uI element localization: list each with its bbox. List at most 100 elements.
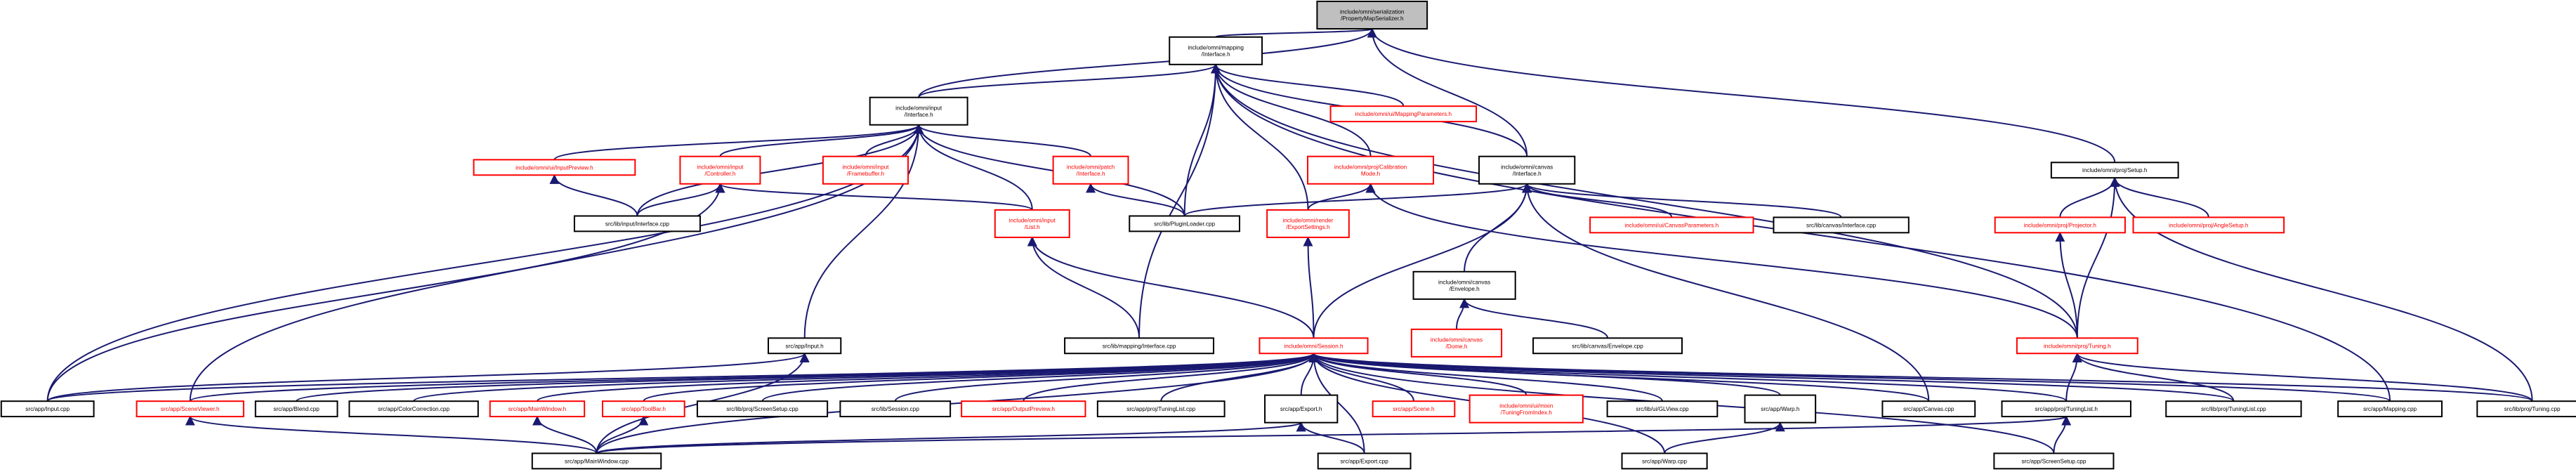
node-box-libSession[interactable] (839, 400, 952, 418)
node-box-mappingParams[interactable] (1329, 105, 1478, 123)
node-box-outputPreview[interactable] (961, 400, 1086, 418)
node-outputPreview[interactable]: src/app/OutputPreview.h (961, 400, 1086, 418)
node-box-toolBar[interactable] (602, 400, 685, 418)
node-box-patchIface[interactable] (1052, 155, 1129, 185)
node-libTuningCpp[interactable]: src/lib/proj/Tuning.cpp (2476, 400, 2576, 418)
node-appInputH[interactable]: src/app/Input.h (767, 337, 842, 355)
node-libScreenSetup[interactable]: src/lib/proj/ScreenSetup.cpp (696, 400, 829, 418)
node-box-libCanvasIface[interactable] (1773, 216, 1910, 234)
node-box-libScreenSetup[interactable] (696, 400, 829, 418)
node-inputFramebuffer[interactable]: include/omni/input/Framebuffer.h (822, 155, 909, 185)
node-box-exportSettings[interactable] (1266, 209, 1350, 238)
node-libInputIface[interactable]: src/lib/input/Interface.cpp (573, 215, 701, 232)
node-box-sceneH[interactable] (1372, 400, 1456, 418)
node-box-libInputIface[interactable] (573, 215, 701, 232)
node-colorCorr[interactable]: src/app/ColorCorrection.cpp (348, 400, 479, 418)
node-appTuningListH[interactable]: src/app/proj/TuningList.h (2001, 400, 2131, 418)
node-box-inputController[interactable] (679, 155, 761, 185)
node-box-warpCpp[interactable] (1621, 452, 1708, 470)
node-box-inputIface[interactable] (869, 96, 968, 126)
node-glView[interactable]: src/lib/ui/GLView.cpp (1606, 400, 1719, 418)
node-box-root[interactable] (1316, 0, 1428, 30)
node-blendCpp[interactable]: src/app/Blend.cpp (254, 400, 339, 418)
node-patchIface[interactable]: include/omni/patch/Interface.h (1052, 155, 1129, 185)
node-box-projSetup[interactable] (2050, 162, 2179, 179)
node-box-inputList[interactable] (994, 209, 1070, 238)
node-root[interactable]: include/omni/serialization/PropertyMapSe… (1316, 0, 1428, 30)
node-box-exportH[interactable] (1264, 394, 1339, 424)
node-canvasDome[interactable]: include/omni/canvas/Dome.h (1410, 328, 1503, 358)
node-box-angleSetup[interactable] (2132, 216, 2285, 234)
node-mappingParams[interactable]: include/omni/ui/MappingParameters.h (1329, 105, 1478, 123)
node-box-inputFramebuffer[interactable] (822, 155, 909, 185)
node-exportH[interactable]: src/app/Export.h (1264, 394, 1339, 424)
node-projector[interactable]: include/omni/proj/Projector.h (1994, 216, 2126, 234)
node-box-canvasEnvelope[interactable] (1412, 270, 1516, 300)
node-canvasIface[interactable]: include/omni/canvas/Interface.h (1478, 155, 1576, 185)
node-canvasEnvelope[interactable]: include/omni/canvas/Envelope.h (1412, 270, 1516, 300)
node-angleSetup[interactable]: include/omni/proj/AngleSetup.h (2132, 216, 2285, 234)
node-box-calibMode[interactable] (1307, 155, 1435, 185)
node-inputPreview[interactable]: include/omni/ui/InputPreview.h (473, 159, 636, 176)
node-box-libMappingIface[interactable] (1064, 337, 1215, 355)
node-box-canvasCpp[interactable] (1881, 400, 1976, 418)
node-box-canvasParams[interactable] (1589, 216, 1754, 234)
node-projTuning[interactable]: include/omni/proj/Tuning.h (2016, 337, 2138, 355)
node-box-warpH[interactable] (1744, 394, 1817, 424)
node-box-screenSetupCpp[interactable] (1993, 452, 2115, 470)
node-box-canvasIface[interactable] (1478, 155, 1576, 185)
node-toolBar[interactable]: src/app/ToolBar.h (602, 400, 685, 418)
node-box-inputPreview[interactable] (473, 159, 636, 176)
node-box-appTuningListH[interactable] (2001, 400, 2131, 418)
node-warpCpp[interactable]: src/app/Warp.cpp (1621, 452, 1708, 470)
node-appTuningListCpp[interactable]: src/app/proj/TuningList.cpp (1096, 400, 1225, 418)
node-mapIface[interactable]: include/omni/mapping/Interface.h (1169, 36, 1263, 65)
node-projSetup[interactable]: include/omni/proj/Setup.h (2050, 162, 2179, 179)
node-box-appTuningListCpp[interactable] (1096, 400, 1225, 418)
node-libSession[interactable]: src/lib/Session.cpp (839, 400, 952, 418)
node-box-canvasDome[interactable] (1410, 328, 1503, 358)
node-session[interactable]: include/omni/Session.h (1259, 337, 1369, 355)
node-exportSettings[interactable]: include/omni/render/ExportSettings.h (1266, 209, 1350, 238)
node-libEnvelope[interactable]: src/lib/canvas/Envelope.cpp (1532, 337, 1683, 355)
node-box-sceneViewer[interactable] (136, 400, 244, 418)
node-box-libEnvelope[interactable] (1532, 337, 1683, 355)
node-appInputCpp[interactable]: src/app/Input.cpp (0, 400, 95, 418)
node-box-mainWindowCpp[interactable] (531, 452, 662, 470)
node-sceneViewer[interactable]: src/app/SceneViewer.h (136, 400, 244, 418)
node-warpH[interactable]: src/app/Warp.h (1744, 394, 1817, 424)
node-box-tuningFromIndex[interactable] (1468, 394, 1584, 424)
node-box-libTuningCpp[interactable] (2476, 400, 2576, 418)
node-mainWindowH[interactable]: src/app/MainWindow.h (489, 400, 586, 418)
node-libCanvasIface[interactable]: src/lib/canvas/Interface.cpp (1773, 216, 1910, 234)
node-sceneH[interactable]: src/app/Scene.h (1372, 400, 1456, 418)
node-screenSetupCpp[interactable]: src/app/ScreenSetup.cpp (1993, 452, 2115, 470)
node-box-mappingCpp[interactable] (2337, 400, 2443, 418)
node-inputIface[interactable]: include/omni/input/Interface.h (869, 96, 968, 126)
node-box-projTuning[interactable] (2016, 337, 2138, 355)
node-box-mainWindowH[interactable] (489, 400, 586, 418)
node-box-appInputCpp[interactable] (0, 400, 95, 418)
node-box-colorCorr[interactable] (348, 400, 479, 418)
node-inputController[interactable]: include/omni/input/Controller.h (679, 155, 761, 185)
node-libTuningListCpp[interactable]: src/lib/proj/TuningList.cpp (2165, 400, 2302, 418)
node-canvasParams[interactable]: include/omni/ui/CanvasParameters.h (1589, 216, 1754, 234)
node-mainWindowCpp[interactable]: src/app/MainWindow.cpp (531, 452, 662, 470)
node-box-pluginLoader[interactable] (1129, 215, 1240, 232)
node-box-appInputH[interactable] (767, 337, 842, 355)
node-box-mapIface[interactable] (1169, 36, 1263, 65)
node-tuningFromIndex[interactable]: include/omni/ui/mixin/TuningFromIndex.h (1468, 394, 1584, 424)
node-box-session[interactable] (1259, 337, 1369, 355)
node-libMappingIface[interactable]: src/lib/mapping/Interface.cpp (1064, 337, 1215, 355)
node-box-projector[interactable] (1994, 216, 2126, 234)
node-box-libTuningListCpp[interactable] (2165, 400, 2302, 418)
node-exportCpp[interactable]: src/app/Export.cpp (1317, 452, 1412, 470)
node-box-exportCpp[interactable] (1317, 452, 1412, 470)
node-inputList[interactable]: include/omni/input/List.h (994, 209, 1070, 238)
node-box-blendCpp[interactable] (254, 400, 339, 418)
node-box-glView[interactable] (1606, 400, 1719, 418)
node-canvasCpp[interactable]: src/app/Canvas.cpp (1881, 400, 1976, 418)
node-pluginLoader[interactable]: src/lib/PluginLoader.cpp (1129, 215, 1240, 232)
node-mappingCpp[interactable]: src/app/Mapping.cpp (2337, 400, 2443, 418)
